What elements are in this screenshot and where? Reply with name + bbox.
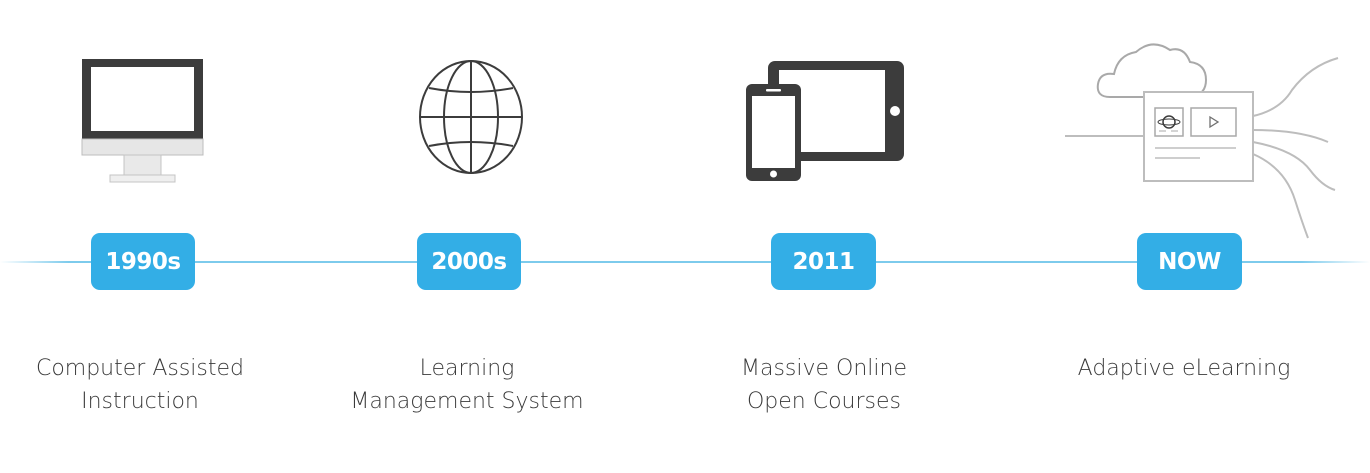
era-year-label: NOW <box>1158 248 1221 275</box>
era-year-label: 2011 <box>792 248 855 275</box>
caption-line: Instruction <box>81 389 199 414</box>
era-badge-2000s: 2000s <box>417 233 521 290</box>
era-badge-now: NOW <box>1137 233 1242 290</box>
caption-line: Massive Online <box>740 356 907 381</box>
desktop-monitor-icon <box>81 59 204 183</box>
cloud-content-icon <box>1065 43 1339 239</box>
caption-line: Open Courses <box>746 389 902 414</box>
tablet-phone-icon <box>746 61 904 181</box>
era-caption-1990s: Computer Assisted Instruction <box>0 352 290 418</box>
era-caption-2000s: Learning Management System <box>317 352 617 418</box>
caption-line: Management System <box>350 389 584 414</box>
era-caption-2011: Massive Online Open Courses <box>674 352 974 418</box>
caption-line: Adaptive eLearning <box>1077 356 1291 381</box>
era-year-label: 1990s <box>105 248 181 275</box>
era-badge-2011: 2011 <box>771 233 876 290</box>
globe-icon <box>419 60 523 174</box>
caption-line: Computer Assisted <box>35 356 245 381</box>
era-year-label: 2000s <box>431 248 507 275</box>
era-caption-now: Adaptive eLearning <box>1034 352 1334 385</box>
timeline-line <box>0 261 1370 263</box>
era-badge-1990s: 1990s <box>91 233 195 290</box>
caption-line: Learning <box>419 356 515 381</box>
